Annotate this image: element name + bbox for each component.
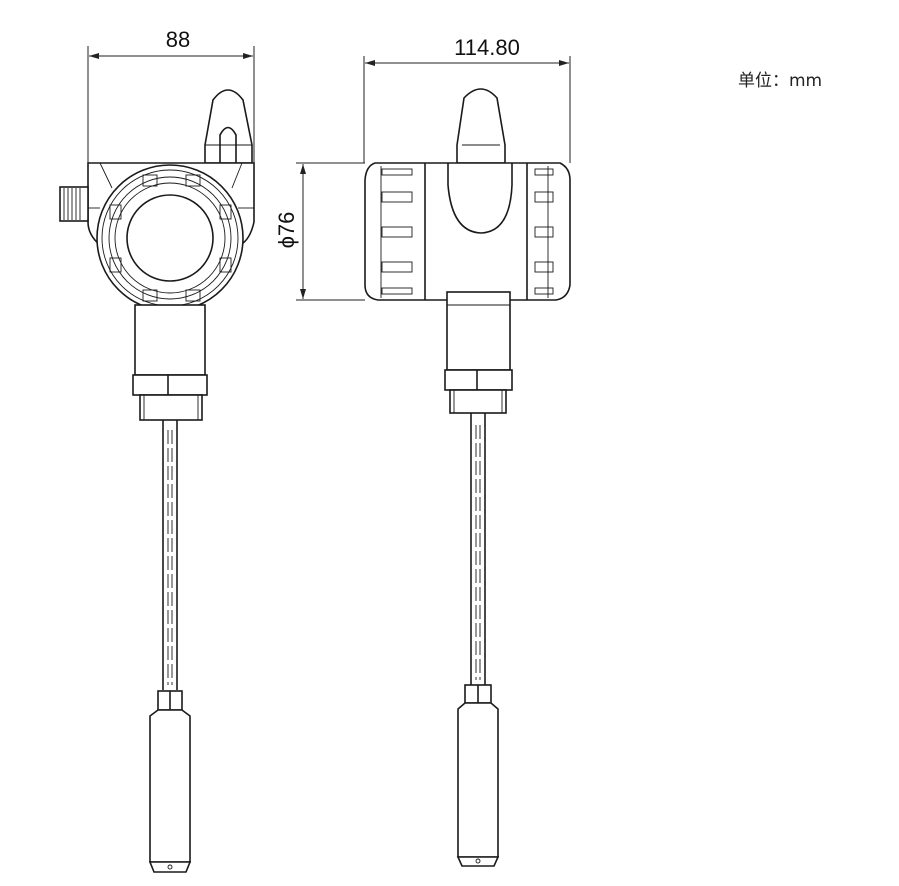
side-process-connection <box>444 291 513 414</box>
front-width-label: 88 <box>166 27 190 52</box>
front-cover <box>96 164 244 312</box>
dimension-diameter: ϕ76 <box>274 162 365 301</box>
cable-gland <box>59 186 89 222</box>
side-probe-cable <box>470 413 486 685</box>
unit-label: 单位：mm <box>738 71 823 91</box>
probe-cable <box>162 420 178 690</box>
side-housing <box>364 162 571 301</box>
diameter-label: ϕ76 <box>274 212 299 249</box>
side-view: 114.80 ϕ76 <box>274 35 571 867</box>
process-connection <box>132 304 208 421</box>
side-submersible-probe <box>456 684 500 867</box>
front-view: 88 <box>59 27 255 873</box>
antenna <box>204 89 253 164</box>
side-width-label: 114.80 <box>454 35 520 60</box>
dimension-front-width: 88 <box>87 27 255 163</box>
side-antenna <box>456 88 506 164</box>
submersible-probe <box>148 690 192 873</box>
dimension-side-width: 114.80 <box>363 35 571 163</box>
